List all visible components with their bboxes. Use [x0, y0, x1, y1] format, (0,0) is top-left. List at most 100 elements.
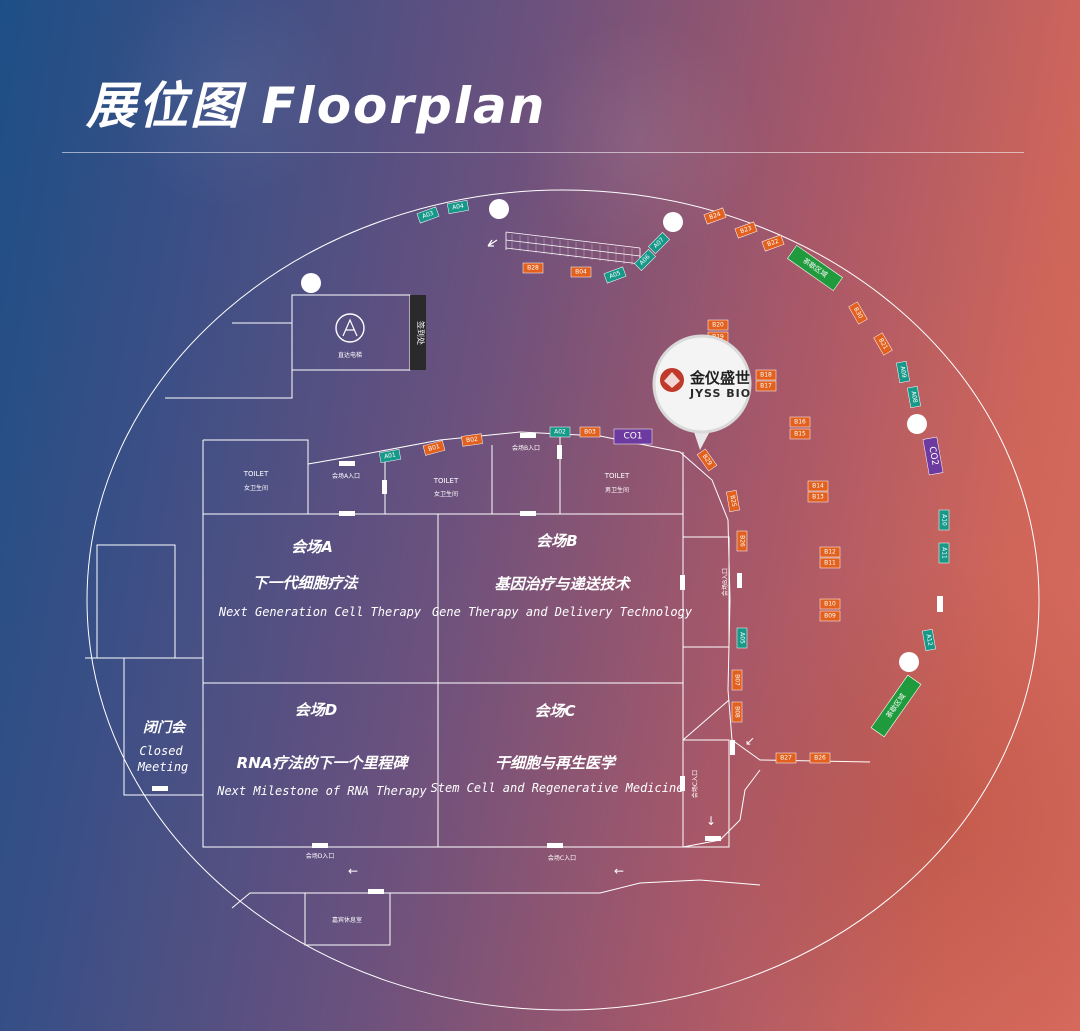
hall-a-name: 会场A [291, 538, 333, 556]
booth-box [938, 542, 950, 564]
booth-box [807, 491, 829, 503]
booth-b12[interactable]: B12 [819, 546, 841, 558]
booth-label: B15 [794, 431, 806, 438]
booth-label: A05 [608, 270, 622, 281]
wall [682, 699, 730, 741]
booth-co2[interactable]: CO2 [922, 436, 944, 476]
booth-label: B23 [739, 225, 753, 236]
booth-label: A10 [941, 514, 948, 526]
booth-b20[interactable]: B20 [707, 319, 729, 331]
entrance-label: 会场B入口 [512, 444, 540, 452]
booth-a10[interactable]: A10 [938, 509, 950, 531]
booth-b09[interactable]: B09 [819, 610, 841, 622]
booth-co1[interactable]: CO1 [613, 428, 653, 445]
booth-b11[interactable]: B11 [819, 557, 841, 569]
booth-b01[interactable]: B01 [422, 440, 446, 456]
booth-b07[interactable]: B07 [731, 669, 743, 691]
toilet-label: TOILET [433, 477, 459, 485]
booth-box [807, 480, 829, 492]
booth-b27[interactable]: B27 [775, 752, 797, 764]
booth-box [603, 266, 627, 284]
corridor-wall [203, 769, 761, 848]
booth-a04[interactable]: A04 [446, 200, 470, 214]
booth-a09[interactable]: A09 [896, 360, 910, 384]
booth-b23[interactable]: B23 [734, 221, 758, 239]
corridor-wall [203, 431, 871, 763]
booth-a01[interactable]: A01 [378, 449, 402, 463]
booth-label: B25 [729, 495, 738, 508]
arrow-left-icon: ← [614, 864, 624, 878]
booth-label: B26 [739, 535, 746, 547]
title-divider [62, 152, 1024, 153]
booth-b30[interactable]: B30 [848, 301, 868, 325]
booth-b17[interactable]: B17 [755, 380, 777, 392]
booth-box [938, 509, 950, 531]
booth-b29[interactable]: B29 [696, 448, 718, 472]
jyss-logo-marker: 金仪盛世 JYSS BIO [652, 334, 752, 450]
booth-label: A12 [925, 634, 934, 647]
booth-b08[interactable]: B08 [731, 701, 743, 723]
booth-box [819, 598, 841, 610]
booth-box [422, 440, 446, 456]
booth-b22[interactable]: B22 [761, 234, 785, 252]
booth-box [446, 200, 470, 214]
toilet-label: TOILET [604, 472, 630, 480]
booth-label: B12 [824, 549, 836, 556]
booth-b21[interactable]: B21 [873, 332, 893, 356]
side-room [682, 536, 730, 648]
booth-b02[interactable]: B02 [461, 433, 483, 447]
booth-b15[interactable]: B15 [789, 428, 811, 440]
hall-a-topic-zh: 下一代细胞疗法 [252, 574, 359, 592]
booth-a07[interactable]: A07 [648, 232, 670, 254]
booth-a08[interactable]: A08 [907, 385, 921, 409]
booth-label: A01 [384, 452, 397, 461]
booth-a05[interactable]: A05 [603, 266, 627, 284]
registration-desk [410, 295, 426, 370]
booth-box [775, 752, 797, 764]
booth-b04[interactable]: B04 [570, 266, 592, 278]
entrance-label: 会场D入口 [306, 852, 335, 860]
booth-label: CO1 [623, 432, 642, 442]
booth-label: B26 [814, 755, 826, 762]
booth-box [522, 262, 544, 274]
booth-b26[interactable]: B26 [736, 530, 748, 552]
booth-label: B28 [527, 265, 539, 272]
booth-box [907, 385, 921, 409]
booth-a03[interactable]: A03 [416, 206, 440, 224]
booth-box [549, 426, 571, 438]
booth-a05[interactable]: A05 [736, 627, 748, 649]
booth-box [819, 546, 841, 558]
booth-b24[interactable]: B24 [703, 207, 727, 225]
booth-b28[interactable]: B28 [522, 262, 544, 274]
closed-meeting-room [85, 657, 203, 796]
closed-meeting-en-1: Closed [139, 744, 183, 758]
booth-label: B27 [780, 755, 792, 762]
entrance-label: 会场C入口 [548, 854, 576, 862]
booth-b03[interactable]: B03 [579, 426, 601, 438]
hall-b-topic-en: Gene Therapy and Delivery Technology [432, 605, 693, 619]
booth-box [731, 701, 743, 723]
booth-b13[interactable]: B13 [807, 491, 829, 503]
booth-b16[interactable]: B16 [789, 416, 811, 428]
booth-label: A11 [941, 547, 948, 559]
doors [152, 433, 943, 894]
booth-b26[interactable]: B26 [809, 752, 831, 764]
booth-box [848, 301, 868, 325]
booth-label: B13 [812, 494, 824, 501]
booth-box [416, 206, 440, 224]
entrance-label: 会场B入口 [721, 568, 729, 596]
booth-a12[interactable]: A12 [922, 628, 936, 652]
booth-label: B02 [466, 436, 479, 445]
booth-a06[interactable]: A06 [634, 249, 656, 271]
booth-a02[interactable]: A02 [549, 426, 571, 438]
booth-box [736, 530, 748, 552]
booth-b14[interactable]: B14 [807, 480, 829, 492]
booth-b25[interactable]: B25 [726, 489, 740, 513]
booth-b18[interactable]: B18 [755, 369, 777, 381]
booth-b10[interactable]: B10 [819, 598, 841, 610]
booth-a11[interactable]: A11 [938, 542, 950, 564]
arrow-left-icon: ← [348, 864, 358, 878]
booth-label: B20 [712, 322, 724, 329]
booth-box [809, 752, 831, 764]
